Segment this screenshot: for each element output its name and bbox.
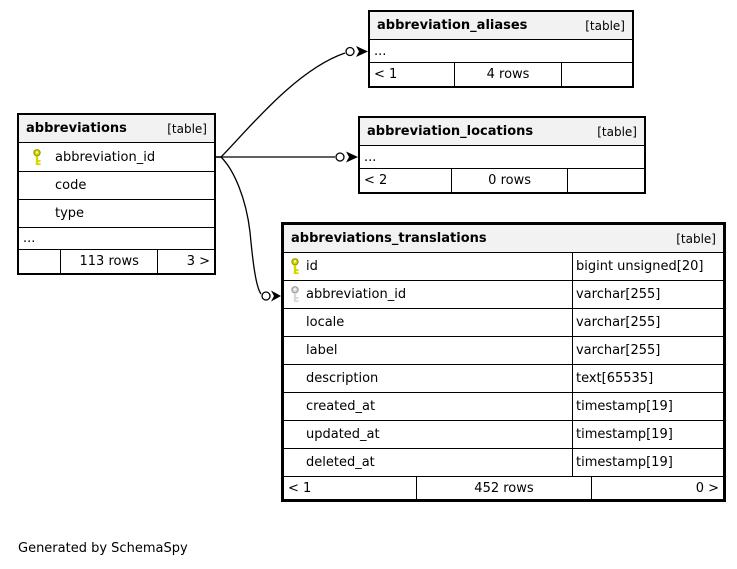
column-name: updated_at [306,427,380,442]
column-name: ... [374,43,387,59]
footer-children: 3 > [157,250,214,273]
generated-by-note: Generated by SchemaSpy [18,541,188,556]
column-row-ellipsis: ... [19,228,214,250]
column-row-id: id bigint unsigned[20] [284,253,723,281]
column-name: created_at [306,399,376,414]
column-row-code: code [19,172,214,200]
column-type: varchar[255] [571,337,723,364]
column-row-deleted-at: deleted_at timestamp[19] [284,449,723,477]
foreign-key-icon [284,286,306,303]
footer-children: 0 > [591,477,723,499]
column-row-ellipsis: ... [360,146,644,169]
table-name: abbreviation_locations [367,124,534,139]
column-name: deleted_at [306,455,375,470]
column-name: abbreviation_id [55,149,156,165]
column-type: timestamp[19] [571,449,723,476]
column-row-created-at: created_at timestamp[19] [284,393,723,421]
table-abbreviations-translations[interactable]: abbreviations_translations [table] id bi… [281,222,726,502]
column-row-label: label varchar[255] [284,337,723,365]
column-type: timestamp[19] [571,393,723,420]
column-row-abbreviation-id: abbreviation_id [19,143,214,172]
table-header: abbreviation_aliases [table] [370,12,632,40]
table-name: abbreviations [26,121,127,136]
column-name: code [55,178,87,193]
column-row-description: description text[65535] [284,365,723,393]
column-name: ... [364,149,377,165]
column-name: ... [23,231,36,246]
column-name: locale [306,315,345,330]
edge-abbreviations-to-translations [212,156,281,302]
edge-abbreviations-to-aliases [212,46,368,158]
column-row-type: type [19,200,214,228]
table-header: abbreviations_translations [table] [284,225,723,253]
footer-children [561,63,632,86]
footer-rowcount: 452 rows [415,477,592,499]
column-name: abbreviation_id [306,287,407,302]
table-footer: < 1 452 rows 0 > [284,477,723,499]
column-row-abbreviation-id: abbreviation_id varchar[255] [284,281,723,309]
column-row-ellipsis: ... [370,40,632,63]
primary-key-icon [19,148,55,166]
footer-rowcount: 0 rows [450,169,567,192]
table-abbreviation-locations[interactable]: abbreviation_locations [table] ... < 2 0… [358,116,646,194]
column-name: id [306,259,318,274]
column-type: varchar[255] [571,309,723,336]
column-name: description [306,371,379,386]
table-name: abbreviation_aliases [377,18,528,33]
column-type: bigint unsigned[20] [571,253,723,280]
footer-rowcount: 4 rows [453,63,561,86]
footer-parents: < 1 [288,480,312,496]
footer-parents: < 1 [374,67,398,82]
table-abbreviation-aliases[interactable]: abbreviation_aliases [table] ... < 1 4 r… [368,10,634,88]
footer-rowcount: 113 rows [59,250,158,273]
column-name: type [55,206,85,221]
table-footer: 113 rows 3 > [19,250,214,273]
column-type: text[65535] [571,365,723,392]
column-name: label [306,343,338,358]
footer-children [567,169,644,192]
column-row-updated-at: updated_at timestamp[19] [284,421,723,449]
table-footer: < 1 4 rows [370,63,632,86]
table-tag: [table] [167,121,207,136]
footer-parents [19,250,60,273]
table-tag: [table] [585,18,625,33]
column-row-locale: locale varchar[255] [284,309,723,337]
primary-key-icon [284,258,306,275]
table-name: abbreviations_translations [291,231,487,246]
table-abbreviations[interactable]: abbreviations [table] abbreviation_id co… [17,113,216,275]
table-header: abbreviation_locations [table] [360,118,644,146]
edge-abbreviations-to-locations [212,151,358,163]
table-tag: [table] [597,124,637,139]
column-type: varchar[255] [571,281,723,308]
table-header: abbreviations [table] [19,115,214,143]
table-tag: [table] [676,231,716,246]
footer-parents: < 2 [364,173,388,188]
table-footer: < 2 0 rows [360,169,644,192]
column-type: timestamp[19] [571,421,723,448]
